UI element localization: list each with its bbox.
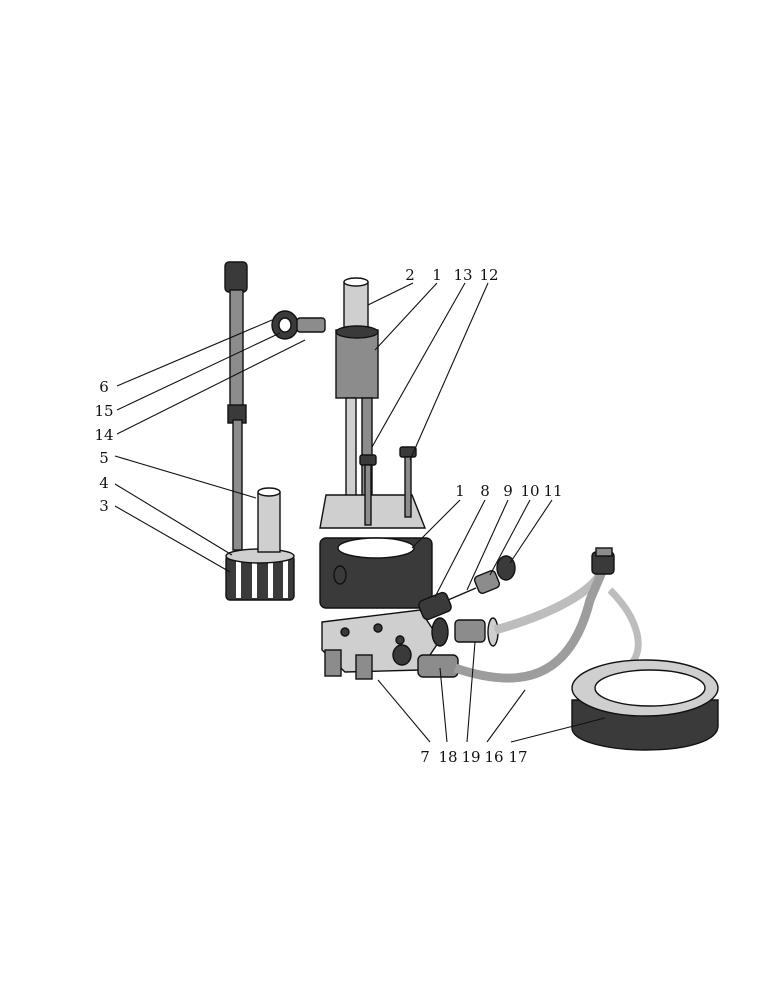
label-16: 16 bbox=[484, 748, 503, 766]
label-14: 14 bbox=[94, 426, 113, 444]
label-15: 15 bbox=[94, 402, 113, 420]
label-8: 8 bbox=[480, 482, 490, 500]
banjo-fitting bbox=[271, 310, 326, 340]
label-18: 18 bbox=[438, 748, 457, 766]
label-1-lower: 1 bbox=[455, 482, 465, 500]
label-13: 13 bbox=[453, 266, 472, 284]
pump-gear bbox=[225, 548, 295, 601]
pump-body bbox=[319, 537, 433, 609]
callout-labels: 2 1 13 12 6 15 14 5 4 3 1 8 9 10 11 7 18… bbox=[94, 266, 562, 766]
label-7: 7 bbox=[420, 748, 430, 766]
label-9: 9 bbox=[503, 482, 513, 500]
suction-pipes bbox=[453, 547, 642, 683]
strainer-bowl bbox=[571, 659, 719, 751]
upper-housing bbox=[319, 277, 427, 529]
label-4: 4 bbox=[99, 474, 109, 492]
pipe-fittings bbox=[417, 617, 499, 678]
label-5: 5 bbox=[99, 449, 109, 467]
leader-lines bbox=[114, 282, 606, 743]
label-3: 3 bbox=[99, 497, 109, 515]
relief-valve bbox=[418, 555, 516, 621]
label-17: 17 bbox=[508, 748, 527, 766]
label-11: 11 bbox=[543, 482, 562, 500]
label-1-upper: 1 bbox=[432, 266, 442, 284]
label-2: 2 bbox=[405, 266, 415, 284]
label-10: 10 bbox=[520, 482, 539, 500]
label-19: 19 bbox=[461, 748, 480, 766]
label-12: 12 bbox=[479, 266, 498, 284]
label-6: 6 bbox=[99, 378, 109, 396]
idler-spindle bbox=[257, 487, 281, 553]
drive-shaft bbox=[224, 261, 248, 551]
